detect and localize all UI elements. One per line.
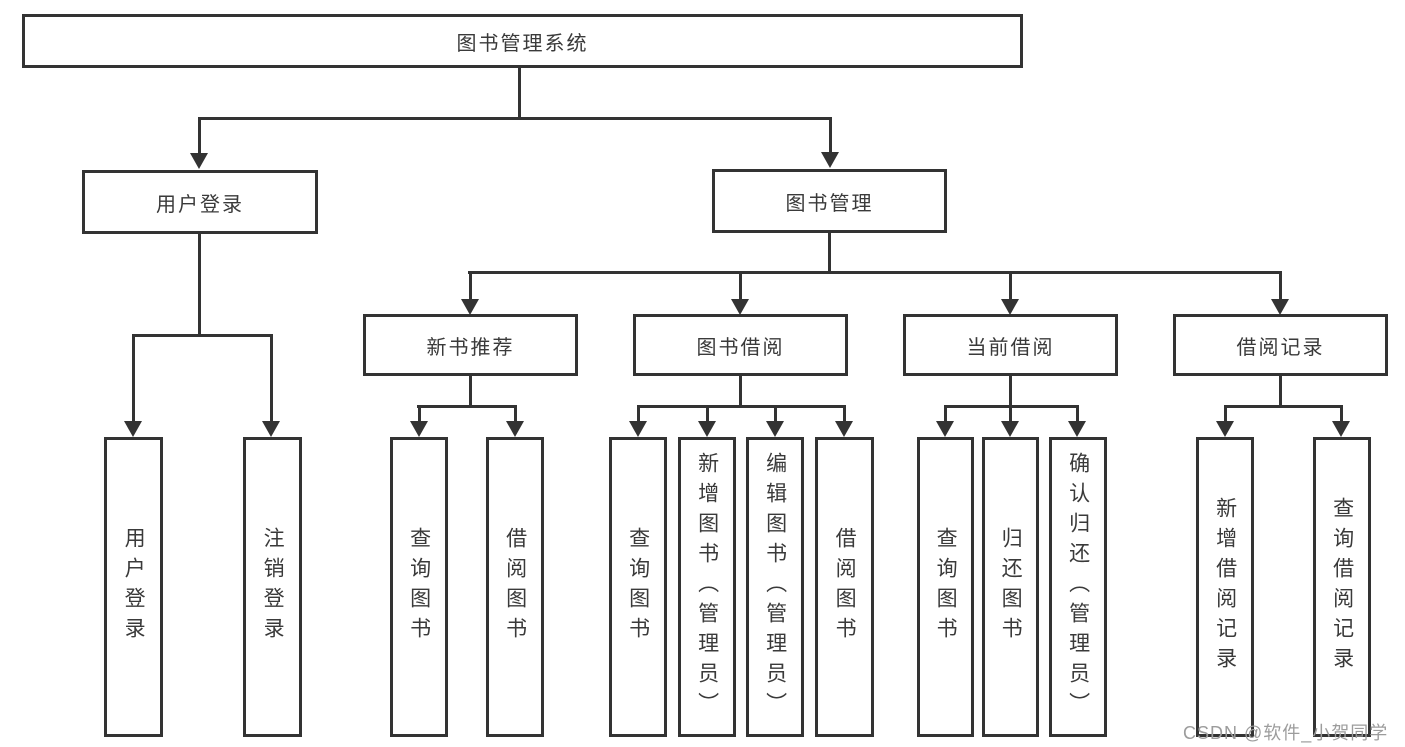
leaf-br-add-record-label: 新增借阅记录: [1213, 497, 1237, 677]
arrowhead-cb-confirm: [1068, 421, 1086, 437]
node-root-label: 图书管理系统: [456, 32, 589, 55]
connector-new-book-stem: [469, 376, 472, 407]
leaf-rec-borrow-books: 借阅图书: [486, 437, 544, 737]
arrowhead-br-query: [1332, 421, 1350, 437]
node-borrowing-records: 借阅记录: [1173, 314, 1388, 376]
arrowhead-book-borrow: [731, 299, 749, 315]
arrowhead-cb-query: [936, 421, 954, 437]
connector-drop-borrow-records: [1279, 271, 1282, 299]
leaf-rec-borrow-books-label: 借阅图书: [503, 527, 527, 647]
connector-drop-user-login: [198, 117, 201, 154]
connector-borrow-records-stem: [1279, 376, 1282, 407]
leaf-logout-label: 注销登录: [261, 527, 285, 647]
leaf-cb-return-books: 归还图书: [982, 437, 1039, 737]
connector-level2-rail: [198, 117, 832, 120]
leaf-cb-query-books-label: 查询图书: [934, 527, 958, 647]
connector-new-book-rail: [417, 405, 517, 408]
node-book-borrowing: 图书借阅: [633, 314, 848, 376]
connector-book-borrow-stem: [739, 376, 742, 407]
leaf-bb-edit-books-admin-label: 编辑图书（管理员）: [763, 452, 787, 722]
node-book-borrowing-label: 图书借阅: [696, 336, 785, 359]
arrowhead-leaf-login: [124, 421, 142, 437]
connector-user-login-stem: [198, 234, 201, 337]
leaf-logout: 注销登录: [243, 437, 302, 737]
arrowhead-br-add: [1216, 421, 1234, 437]
connector-user-login-rail: [132, 334, 273, 337]
connector-drop-new-book: [469, 271, 472, 299]
connector-book-management-stem: [828, 233, 831, 274]
leaf-rec-query-books-label: 查询图书: [407, 527, 431, 647]
arrowhead-bb-add: [698, 421, 716, 437]
leaf-user-login-label: 用户登录: [122, 527, 146, 647]
node-user-login: 用户登录: [82, 170, 318, 234]
leaf-bb-query-books-label: 查询图书: [626, 527, 650, 647]
leaf-bb-add-books-admin: 新增图书（管理员）: [678, 437, 736, 737]
node-current-borrowing-label: 当前借阅: [966, 336, 1055, 359]
leaf-bb-query-books: 查询图书: [609, 437, 667, 737]
connector-drop-bb-edit: [774, 405, 777, 422]
node-root: 图书管理系统: [22, 14, 1023, 68]
connector-drop-cb-confirm: [1076, 405, 1079, 422]
leaf-rec-query-books: 查询图书: [390, 437, 448, 737]
leaf-cb-confirm-return-admin: 确认归还（管理员）: [1049, 437, 1107, 737]
connector-drop-cb-return: [1009, 405, 1012, 422]
connector-level3-rail: [468, 271, 1282, 274]
connector-drop-rec-query: [418, 405, 421, 422]
node-book-management-label: 图书管理: [785, 192, 874, 215]
connector-drop-leaf-logout: [270, 334, 273, 421]
connector-drop-br-query: [1340, 405, 1343, 422]
node-book-management: 图书管理: [712, 169, 947, 233]
arrowhead-rec-query: [410, 421, 428, 437]
connector-borrow-records-rail: [1224, 405, 1343, 408]
arrowhead-current-borrow: [1001, 299, 1019, 315]
node-current-borrowing: 当前借阅: [903, 314, 1118, 376]
leaf-user-login: 用户登录: [104, 437, 163, 737]
leaf-cb-query-books: 查询图书: [917, 437, 974, 737]
arrowhead-user-login: [190, 153, 208, 169]
connector-root-stem: [518, 68, 521, 118]
leaf-br-query-record: 查询借阅记录: [1313, 437, 1371, 737]
leaf-cb-return-books-label: 归还图书: [999, 527, 1023, 647]
connector-drop-bb-query: [637, 405, 640, 422]
node-new-book-recommend-label: 新书推荐: [426, 336, 515, 359]
leaf-bb-borrow-books: 借阅图书: [815, 437, 874, 737]
connector-drop-book-management: [829, 117, 832, 153]
leaf-br-add-record: 新增借阅记录: [1196, 437, 1254, 737]
arrowhead-bb-query: [629, 421, 647, 437]
connector-drop-bb-borrow: [843, 405, 846, 422]
arrowhead-bb-borrow: [835, 421, 853, 437]
connector-drop-bb-add: [706, 405, 709, 422]
arrowhead-borrow-records: [1271, 299, 1289, 315]
arrowhead-leaf-logout: [262, 421, 280, 437]
node-borrowing-records-label: 借阅记录: [1236, 336, 1325, 359]
leaf-bb-borrow-books-label: 借阅图书: [833, 527, 857, 647]
arrowhead-cb-return: [1001, 421, 1019, 437]
connector-current-borrow-stem: [1009, 376, 1012, 407]
connector-drop-rec-borrow: [514, 405, 517, 422]
leaf-bb-add-books-admin-label: 新增图书（管理员）: [695, 452, 719, 722]
arrowhead-bb-edit: [766, 421, 784, 437]
arrowhead-rec-borrow: [506, 421, 524, 437]
leaf-br-query-record-label: 查询借阅记录: [1330, 497, 1354, 677]
node-new-book-recommend: 新书推荐: [363, 314, 578, 376]
connector-book-borrow-rail: [637, 405, 846, 408]
connector-drop-cb-query: [944, 405, 947, 422]
connector-drop-current-borrow: [1009, 271, 1012, 299]
arrowhead-book-management: [821, 152, 839, 168]
leaf-cb-confirm-return-admin-label: 确认归还（管理员）: [1066, 452, 1090, 722]
node-user-login-label: 用户登录: [156, 193, 244, 216]
arrowhead-new-book: [461, 299, 479, 315]
csdn-watermark: CSDN @软件_小贺同学: [1183, 723, 1389, 743]
connector-drop-leaf-login: [132, 334, 135, 421]
leaf-bb-edit-books-admin: 编辑图书（管理员）: [746, 437, 804, 737]
connector-drop-book-borrow: [739, 271, 742, 299]
connector-drop-br-add: [1224, 405, 1227, 422]
